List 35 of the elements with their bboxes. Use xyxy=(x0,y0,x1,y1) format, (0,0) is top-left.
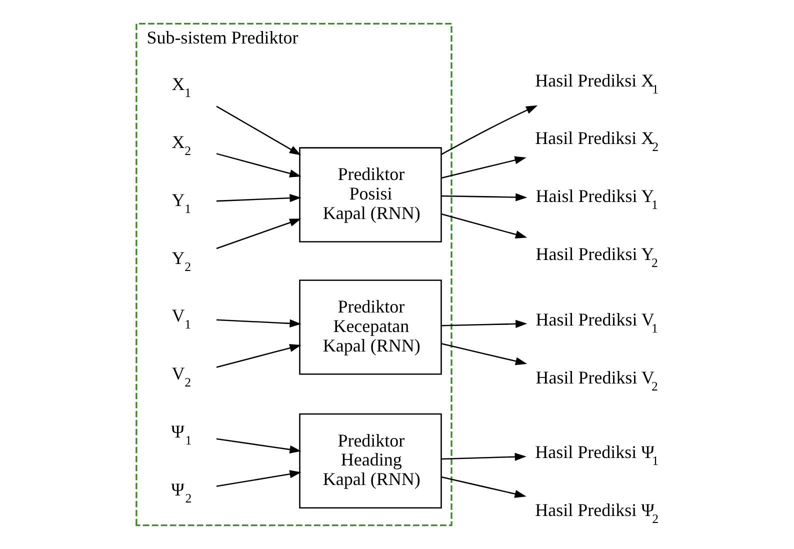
arrow xyxy=(216,218,301,250)
arrow xyxy=(440,213,527,238)
arrow xyxy=(440,320,527,328)
arrow xyxy=(440,193,527,202)
arrow xyxy=(216,153,301,178)
node-box: Prediktor Heading Kapal (RNN) xyxy=(298,413,442,509)
arrow xyxy=(440,343,527,366)
node-text: Haisl Prediksi Y$_{1}$ xyxy=(535,186,658,212)
node-text: Ψ$_{1}$ xyxy=(170,421,192,448)
node-text: V$_{1}$ xyxy=(171,306,191,332)
arrow xyxy=(440,156,526,179)
arrow xyxy=(216,438,301,454)
node-text: Hasil Prediksi V$_{1}$ xyxy=(535,310,658,336)
arrow xyxy=(216,319,301,328)
node-text: Y$_{2}$ xyxy=(171,248,191,274)
node-text: Hasil Prediksi X$_{2}$ xyxy=(534,128,658,154)
node-text: Hasil Prediksi Ψ$_{1}$ xyxy=(534,442,658,468)
node-text: X$_{1}$ xyxy=(171,74,191,100)
node-text: Hasil Prediksi Y$_{2}$ xyxy=(535,244,658,270)
node-box: Prediktor Posisi Kapal (RNN) xyxy=(298,147,442,242)
node-text: Hasil Prediksi V$_{2}$ xyxy=(535,367,658,394)
arrow xyxy=(216,344,301,368)
node-text: Hasil Prediksi X$_{1}$ xyxy=(534,70,658,96)
node-text: X$_{2}$ xyxy=(171,132,191,158)
arrow xyxy=(216,470,301,487)
arrow xyxy=(216,194,301,202)
node-text: V$_{2}$ xyxy=(171,364,191,390)
node-text: Y$_{1}$ xyxy=(171,190,191,216)
node-text: Ψ$_{2}$ xyxy=(170,479,192,506)
arrow xyxy=(440,476,526,498)
arrow xyxy=(440,105,538,156)
node-text: Hasil Prediksi Ψ$_{2}$ xyxy=(534,500,658,526)
arrow xyxy=(440,452,526,461)
arrow xyxy=(216,106,301,156)
node-box: Prediktor Kecepatan Kapal (RNN) xyxy=(298,280,442,375)
